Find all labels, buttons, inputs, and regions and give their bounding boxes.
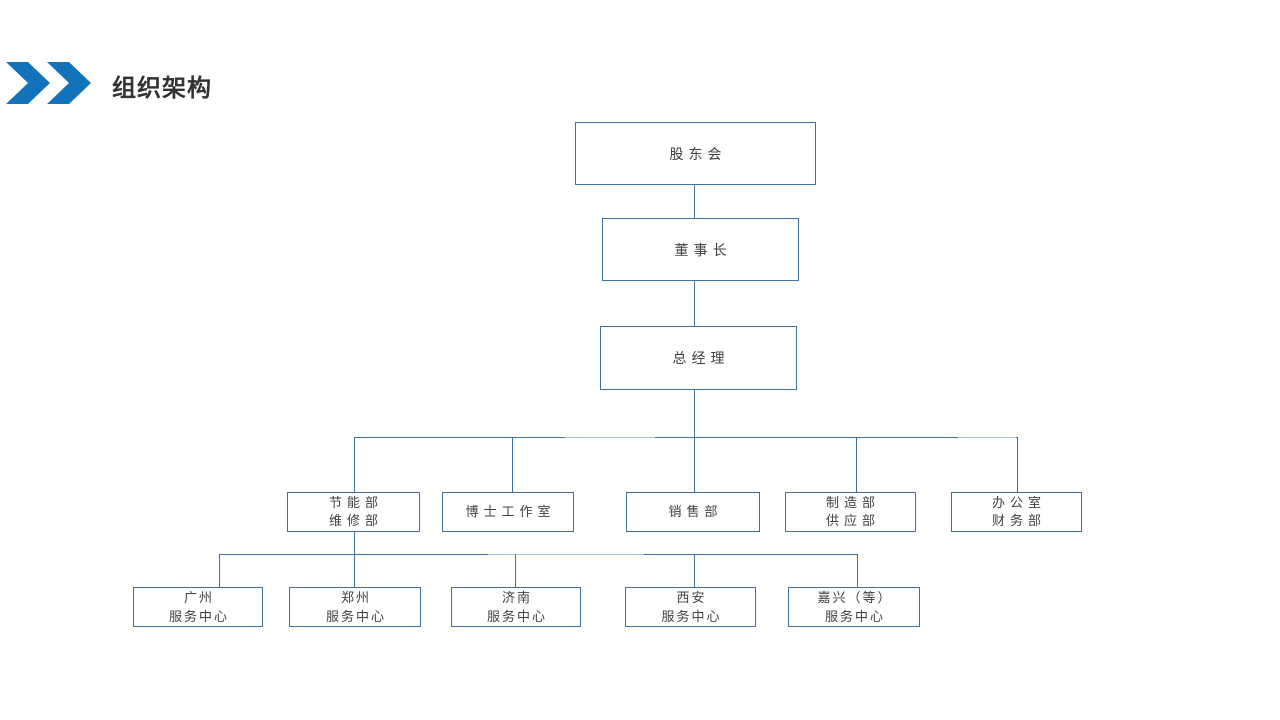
org-node-label: 服务中心 xyxy=(486,609,547,624)
org-node-label: 郑州 xyxy=(340,590,371,605)
org-node-label: 服务中心 xyxy=(661,609,722,624)
connector-bus xyxy=(354,437,1017,438)
org-node-manufacturing-supply[interactable]: 制造部 供应部 xyxy=(785,492,916,532)
org-node-label: 济南 xyxy=(501,590,532,605)
org-node-label: 财务部 xyxy=(991,513,1046,528)
connector-line xyxy=(694,554,695,587)
connector-line xyxy=(512,437,513,492)
connector-line xyxy=(219,554,220,587)
org-node-zhengzhou-center[interactable]: 郑州 服务中心 xyxy=(289,587,421,627)
org-node-shareholders[interactable]: 股东会 xyxy=(575,122,816,185)
org-node-jinan-center[interactable]: 济南 服务中心 xyxy=(451,587,581,627)
connector-line xyxy=(857,554,858,587)
org-node-label: 制造部 xyxy=(825,495,880,510)
connector-line xyxy=(694,185,695,218)
org-node-label: 博士工作室 xyxy=(465,504,556,519)
connector-bus-highlight xyxy=(488,554,644,555)
connector-line xyxy=(694,390,695,492)
org-node-doctor-studio[interactable]: 博士工作室 xyxy=(442,492,574,532)
org-node-label: 股东会 xyxy=(669,145,727,162)
org-node-label: 维修部 xyxy=(328,513,383,528)
org-node-label: 供应部 xyxy=(825,513,880,528)
org-node-xian-center[interactable]: 西安 服务中心 xyxy=(625,587,756,627)
org-node-label: 广州 xyxy=(183,590,214,605)
org-node-label: 服务中心 xyxy=(325,609,386,624)
org-node-energy-maintenance[interactable]: 节能部 维修部 xyxy=(287,492,420,532)
org-node-office-finance[interactable]: 办公室 财务部 xyxy=(951,492,1082,532)
connector-line xyxy=(856,437,857,492)
org-node-label: 嘉兴（等） xyxy=(817,590,893,605)
org-node-label: 西安 xyxy=(676,590,707,605)
org-node-label: 办公室 xyxy=(991,495,1046,510)
connector-bus-highlight xyxy=(958,437,1016,438)
page-title: 组织架构 xyxy=(112,75,212,102)
connector-line xyxy=(515,554,516,587)
connector-line xyxy=(694,281,695,326)
connector-line xyxy=(354,554,355,587)
org-node-label: 董事长 xyxy=(674,241,732,258)
org-node-general-manager[interactable]: 总经理 xyxy=(600,326,797,390)
org-node-label: 节能部 xyxy=(328,495,383,510)
org-node-guangzhou-center[interactable]: 广州 服务中心 xyxy=(133,587,263,627)
connector-line xyxy=(1017,437,1018,492)
connector-line xyxy=(354,532,355,554)
chevron-right-icon xyxy=(6,62,50,104)
connector-bus-highlight xyxy=(565,437,655,438)
org-node-label: 销售部 xyxy=(668,504,723,519)
org-node-label: 服务中心 xyxy=(824,609,885,624)
org-node-label: 服务中心 xyxy=(168,609,229,624)
org-node-label: 总经理 xyxy=(672,350,730,366)
connector-line xyxy=(354,437,355,492)
org-node-jiaxing-center[interactable]: 嘉兴（等） 服务中心 xyxy=(788,587,920,627)
chevron-right-icon xyxy=(47,62,91,104)
org-node-chairman[interactable]: 董事长 xyxy=(602,218,799,281)
org-node-sales[interactable]: 销售部 xyxy=(626,492,760,532)
